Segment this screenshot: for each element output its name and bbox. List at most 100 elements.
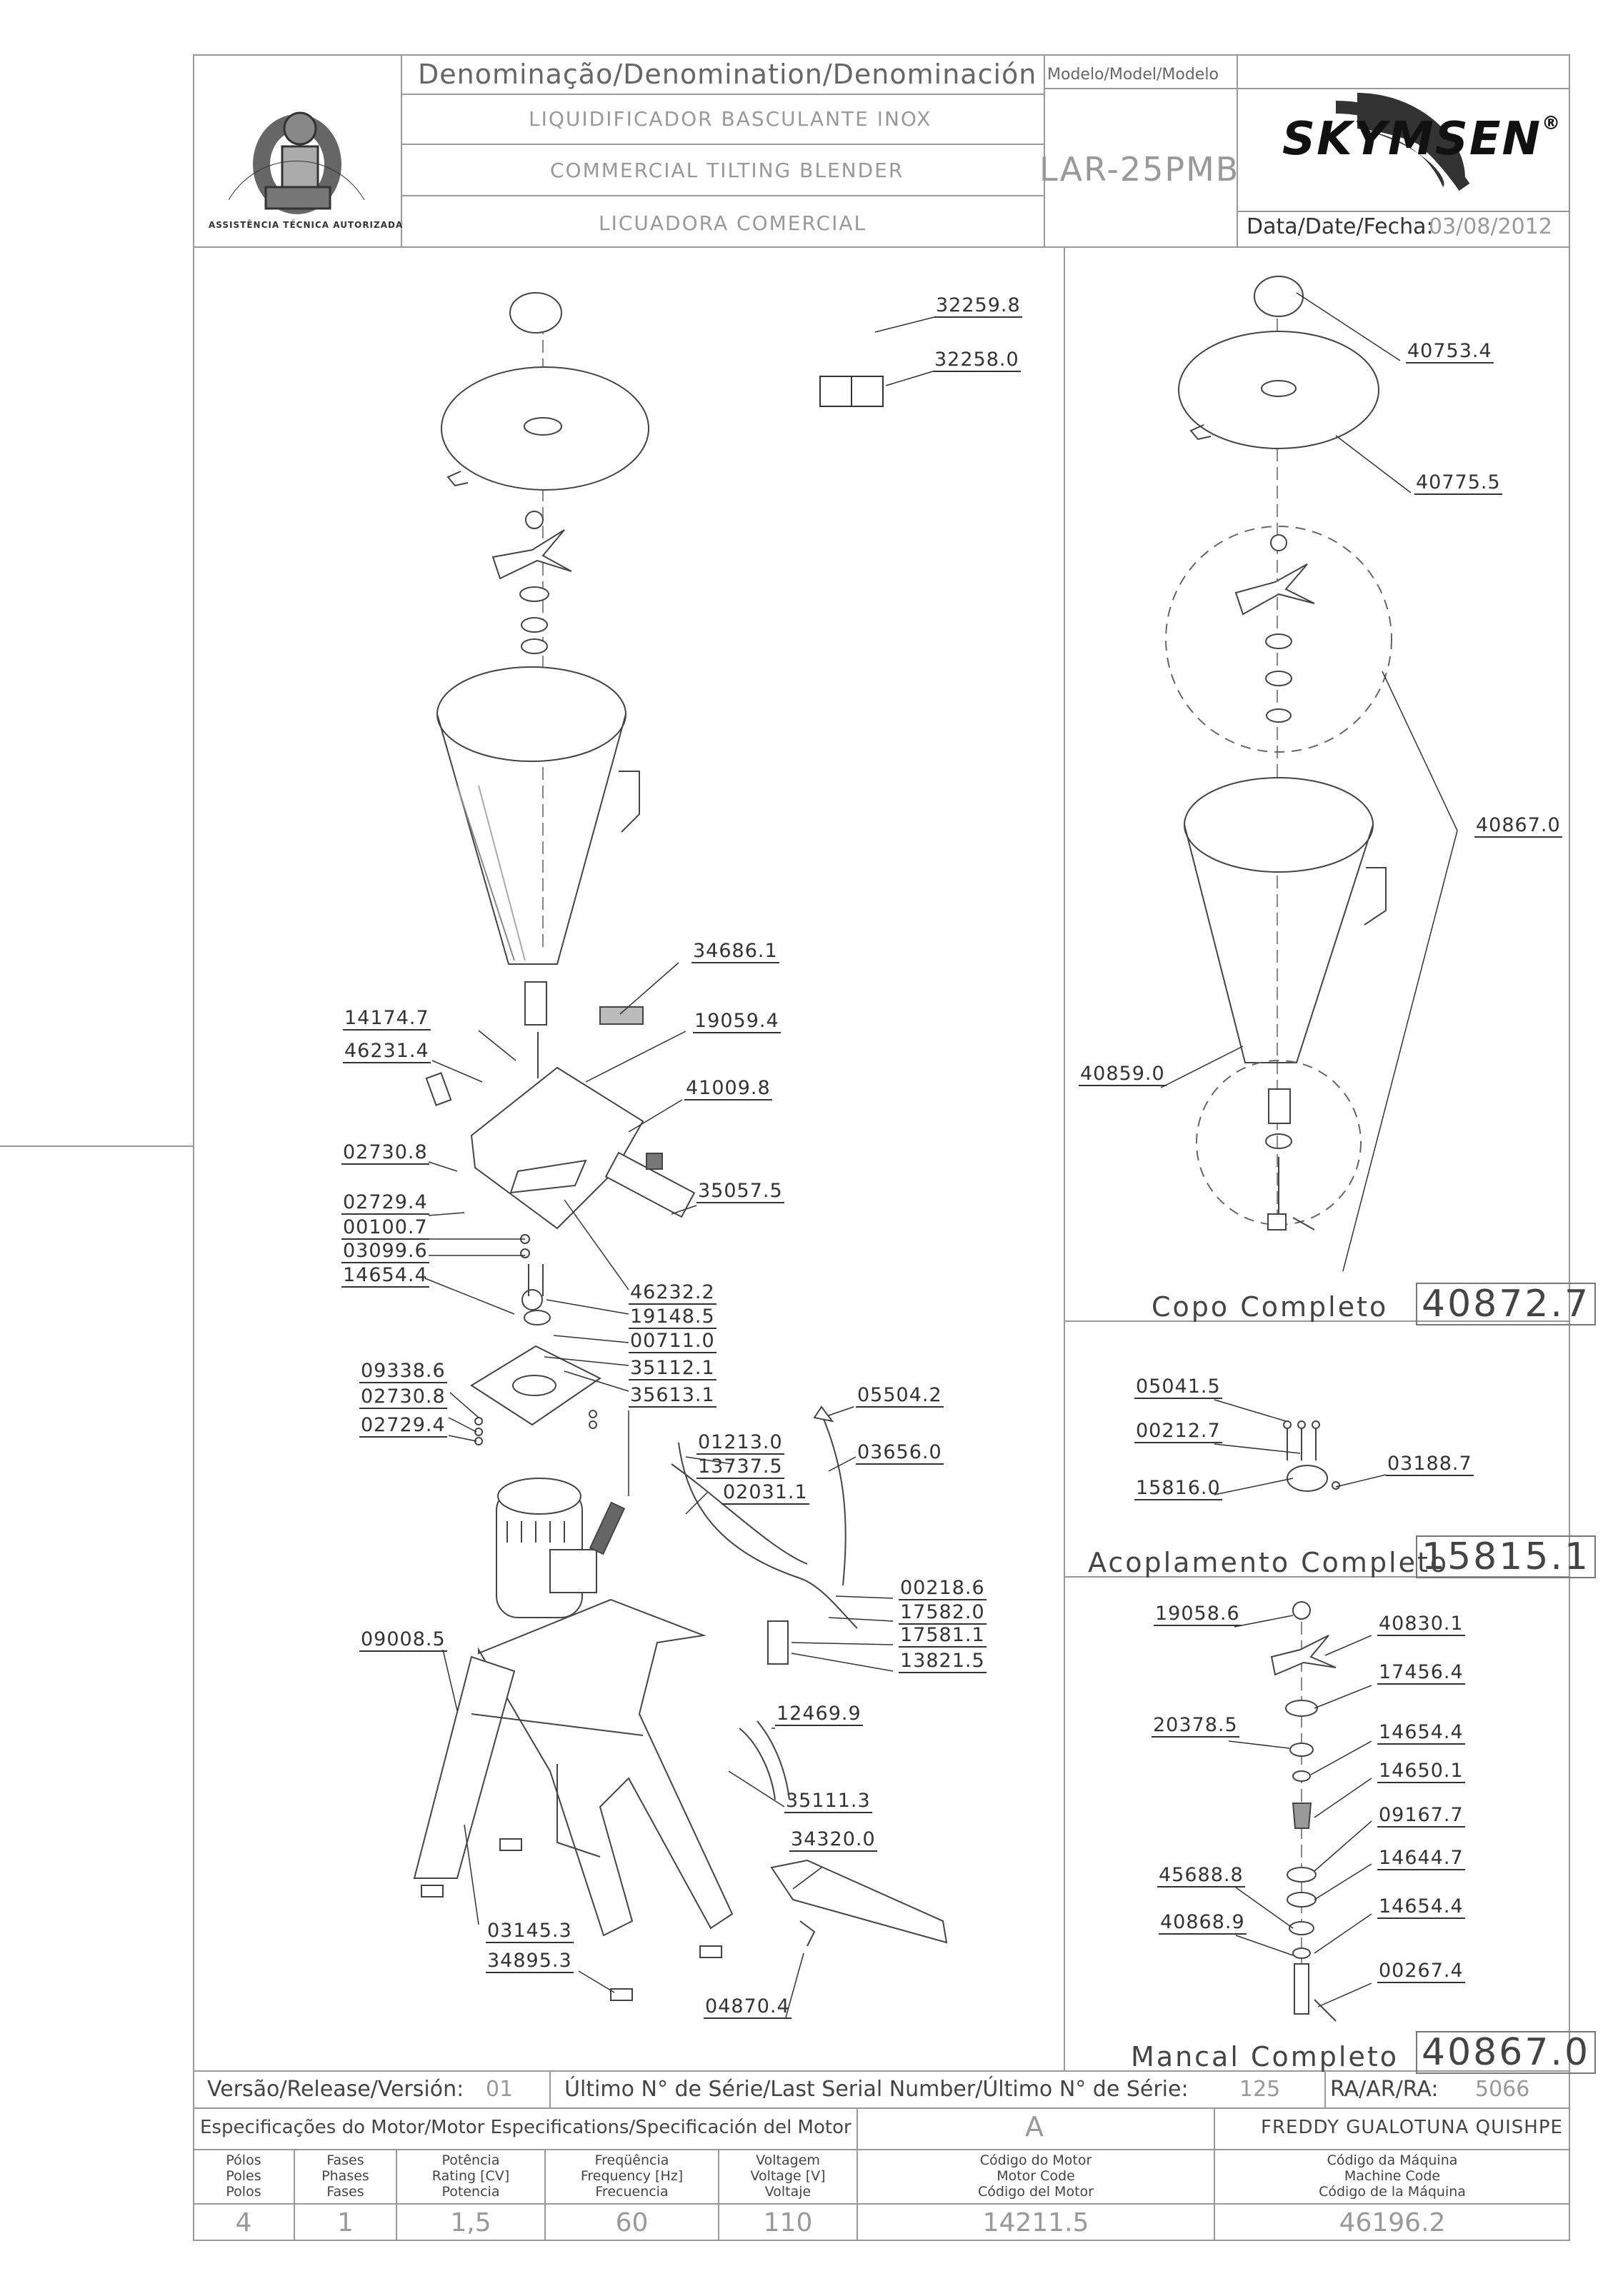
mancal-title: Mancal Completo bbox=[1131, 2041, 1399, 2072]
motor-spec-value: 110 bbox=[763, 2208, 813, 2237]
part-label: 35057.5 bbox=[696, 1180, 784, 1203]
part-label: 40775.5 bbox=[1414, 471, 1502, 495]
header-grid bbox=[193, 54, 1570, 2241]
version-value: 01 bbox=[486, 2077, 514, 2102]
motor-spec-label: Especificações do Motor/Motor Especifica… bbox=[200, 2117, 852, 2138]
motor-spec-header-line: Motor Code bbox=[997, 2168, 1075, 2184]
acoplamento-title: Acoplamento Completo bbox=[1088, 1547, 1449, 1578]
assistance-stamp-logo bbox=[228, 111, 365, 214]
version-label: Versão/Release/Versión: bbox=[207, 2077, 464, 2102]
motor-spec-header-line: Rating [CV] bbox=[431, 2168, 510, 2184]
part-label: 14644.7 bbox=[1377, 1847, 1465, 1870]
motor-spec-header-line: Voltaje bbox=[764, 2184, 812, 2200]
motor-spec-header-line: Código do Motor bbox=[979, 2152, 1092, 2168]
acoplamento-leader-lines bbox=[1214, 1399, 1387, 1495]
main-exploded-view bbox=[413, 292, 948, 2001]
motor-spec-header-line: Pólos bbox=[226, 2152, 261, 2168]
part-label: 02730.8 bbox=[341, 1141, 429, 1165]
part-label: 00212.7 bbox=[1134, 1420, 1222, 1443]
part-label: 20378.5 bbox=[1152, 1714, 1239, 1738]
motor-spec-header-line: Código del Motor bbox=[978, 2184, 1094, 2200]
motor-spec-header-line: Potência bbox=[441, 2152, 500, 2168]
serial-label: Último N° de Série/Last Serial Number/Úl… bbox=[564, 2077, 1189, 2102]
part-label: 40859.0 bbox=[1079, 1063, 1167, 1086]
part-label: 35112.1 bbox=[629, 1357, 716, 1380]
motor-spec-header-line: Código da Máquina bbox=[1327, 2152, 1458, 2168]
part-label: 05041.5 bbox=[1134, 1375, 1222, 1399]
part-label: 15816.0 bbox=[1134, 1477, 1222, 1500]
part-label: 00100.7 bbox=[341, 1216, 429, 1240]
motor-spec-header-line: Código de la Máquina bbox=[1319, 2184, 1466, 2200]
part-label: 19058.6 bbox=[1154, 1603, 1242, 1626]
motor-spec-value: 4 bbox=[235, 2208, 252, 2237]
part-label: 46232.2 bbox=[629, 1281, 716, 1305]
motor-spec-header-line: Machine Code bbox=[1344, 2168, 1441, 2184]
motor-spec-header-line: Polos bbox=[226, 2184, 261, 2200]
part-label: 02730.8 bbox=[359, 1385, 447, 1409]
part-label: 41009.8 bbox=[684, 1077, 772, 1101]
part-label: 32258.0 bbox=[933, 349, 1021, 372]
motor-spec-value: 60 bbox=[615, 2208, 649, 2237]
part-label: 40867.0 bbox=[1474, 814, 1562, 838]
stamp-text: ASSISTÊNCIA TÉCNICA AUTORIZADA bbox=[209, 220, 404, 230]
part-label: 03099.6 bbox=[341, 1240, 429, 1263]
product-name-en: COMMERCIAL TILTING BLENDER bbox=[550, 159, 904, 182]
part-label: 05504.2 bbox=[856, 1384, 944, 1408]
mancal-view bbox=[1270, 1601, 1337, 2022]
drawing-frame bbox=[193, 54, 1570, 2241]
date-value: 03/08/2012 bbox=[1429, 214, 1552, 239]
mancal-leader-lines bbox=[1228, 1615, 1372, 2007]
product-name-pt: LIQUIDIFICADOR BASCULANTE INOX bbox=[529, 107, 932, 131]
denomination-label: Denominação/Denomination/Denominación bbox=[418, 59, 1037, 90]
motor-spec-header-line: Voltagem bbox=[756, 2152, 820, 2168]
ra-value: 5066 bbox=[1475, 2077, 1530, 2102]
skymsen-logo-swoosh bbox=[1335, 93, 1470, 191]
part-label: 02031.1 bbox=[721, 1481, 809, 1505]
part-label: 35613.1 bbox=[629, 1384, 716, 1408]
part-label: 03188.7 bbox=[1386, 1453, 1474, 1476]
acoplamento-view bbox=[1283, 1420, 1340, 1492]
motor-spec-header-line: Fases bbox=[326, 2184, 364, 2200]
part-label: 17581.1 bbox=[899, 1624, 987, 1648]
motor-spec-header-line: Fases bbox=[326, 2152, 364, 2168]
part-label: 09008.5 bbox=[359, 1628, 447, 1652]
part-label: 46231.4 bbox=[343, 1040, 431, 1063]
motor-spec-value: 14211.5 bbox=[982, 2208, 1089, 2237]
part-label: 09167.7 bbox=[1377, 1804, 1465, 1828]
motor-spec-header-line: Poles bbox=[226, 2168, 261, 2184]
part-label: 04870.4 bbox=[704, 1995, 791, 2019]
ra-label: RA/AR/RA: bbox=[1330, 2077, 1439, 2102]
part-label: 00267.4 bbox=[1377, 1960, 1465, 1983]
part-label: 14654.4 bbox=[1377, 1895, 1465, 1919]
part-label: 19059.4 bbox=[693, 1010, 781, 1033]
motor-spec-header-line: Potencia bbox=[441, 2184, 500, 2200]
part-label: 14654.4 bbox=[341, 1264, 429, 1288]
part-label: 01213.0 bbox=[696, 1431, 784, 1455]
part-label: 03145.3 bbox=[486, 1920, 574, 1943]
part-label: 40868.9 bbox=[1159, 1911, 1247, 1935]
part-label: 13821.5 bbox=[899, 1650, 987, 1673]
motor-spec-header-line: Phases bbox=[321, 2168, 369, 2184]
copo-leader-lines bbox=[1160, 292, 1458, 1272]
part-label: 17582.0 bbox=[899, 1601, 987, 1625]
part-label: 40830.1 bbox=[1377, 1613, 1465, 1636]
motor-spec-header-line: Frecuencia bbox=[595, 2184, 669, 2200]
part-label: 13737.5 bbox=[696, 1455, 784, 1479]
product-name-es: LICUADORA COMERCIAL bbox=[599, 211, 867, 235]
date-label: Data/Date/Fecha: bbox=[1247, 214, 1434, 239]
part-label: 34895.3 bbox=[486, 1950, 574, 1973]
part-label: 14650.1 bbox=[1377, 1760, 1465, 1783]
part-label: 17456.4 bbox=[1377, 1661, 1465, 1685]
model-number: LAR-25PMB bbox=[1039, 150, 1240, 189]
part-label: 14654.4 bbox=[1377, 1721, 1465, 1745]
model-label: Modelo/Model/Modelo bbox=[1047, 66, 1219, 84]
brand-logo-text: SKYMSEN® bbox=[1282, 113, 1562, 166]
part-label: 32259.8 bbox=[934, 294, 1022, 318]
